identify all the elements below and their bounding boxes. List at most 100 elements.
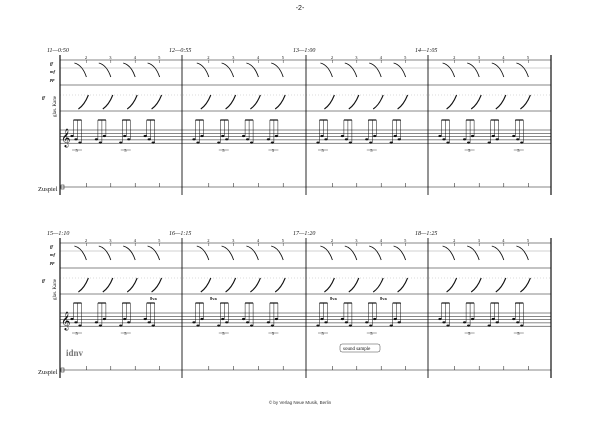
note-head [495,321,499,324]
note-head [512,134,516,138]
treble-clef-icon: 𝄞 [61,312,70,331]
note-head [266,321,270,324]
note-head [520,324,524,327]
note-head [320,134,324,138]
note-head [200,317,204,321]
beat-number: 5 [527,238,530,243]
gesture-curve [200,277,212,293]
tuplet-number: 5 [370,331,373,336]
watermark-logo: idnv [66,348,84,358]
beat-number: 4 [502,238,505,243]
dynamic-swoop [516,62,529,78]
dynamic-swoop [344,245,358,261]
beat-number: 2 [207,55,209,60]
beat-number: 4 [502,55,505,60]
note-head [266,138,270,141]
page-number: -2- [295,5,305,12]
measure-label: 14—1:05 [415,47,437,54]
note-head [467,324,471,327]
dynamic-swoop [74,62,87,78]
beat-number: 2 [453,238,455,243]
gesture-curve [151,277,163,293]
note-head [442,321,446,324]
octave-mark: 8va [380,296,388,301]
tuplet-number: 5 [222,331,225,336]
measure-label: 15—1:10 [47,231,69,237]
beat-number: 5 [404,55,407,60]
measure-label: 13—1:00 [293,48,315,54]
beat-number: 4 [134,238,137,243]
dynamic-swoop [123,245,136,261]
tape-start-marker [60,367,65,373]
note-head [200,134,204,138]
note-head [217,141,221,144]
note-head [70,317,74,321]
beat-number: 5 [158,238,161,243]
tuplet-number: 5 [124,331,127,336]
note-head [123,134,127,138]
gesture-curve [348,277,360,293]
dynamic-swoop [147,62,161,78]
dynamic-swoop [221,245,235,261]
dynamic-swoop [393,62,407,78]
dynamic-swoop [516,245,529,261]
dynamic-swoop [320,245,333,261]
note-head [242,134,246,138]
note-head [74,321,78,324]
beat-number: 3 [478,55,481,60]
gesture-curve [78,277,89,293]
note-head [324,138,328,141]
gesture-curve [446,277,458,293]
note-head [373,134,377,138]
dynamic-swoop [123,62,136,78]
gesture-curve [495,277,507,293]
beat-number: 4 [257,55,260,60]
dynamic-swoop [98,245,112,261]
tuplet-number: 5 [468,148,471,153]
octave-mark: 8va [210,296,218,301]
gesture-curve [470,277,482,293]
note-head [348,141,352,144]
note-head [442,138,446,141]
beat-number: 2 [207,238,209,243]
sound-sample-text: sound sample [343,347,371,352]
gesture-curve [324,94,335,110]
gesture-curve [102,94,114,110]
beat-number: 4 [134,55,137,60]
note-head [316,141,320,144]
gesture-curve [520,277,531,293]
note-head [78,141,82,144]
note-head [242,317,246,321]
note-head [344,138,348,141]
gesture-curve [397,277,409,293]
note-head [127,321,131,324]
note-head [467,141,471,144]
note-head [446,141,450,144]
gesture-curve [372,94,384,110]
note-head [98,324,102,327]
beat-number: 5 [158,55,161,60]
note-head [151,141,155,144]
note-head [221,317,225,321]
dynamic-swoop [221,62,235,78]
tuplet-number: 5 [322,148,325,153]
note-head [463,138,467,141]
note-head [344,321,348,324]
note-head [324,321,328,324]
dynamic-swoop [442,245,456,261]
beat-number: 5 [527,55,530,60]
beat-number: 2 [453,55,455,60]
dynamic-swoop [491,62,505,78]
note-head [369,324,373,327]
note-head [274,317,278,321]
note-head [516,138,520,141]
gesture-curve [225,277,237,293]
note-head [397,138,401,141]
note-head [119,141,123,144]
dyn-label: mf [50,252,56,257]
note-head [516,321,520,324]
note-head [143,317,147,321]
note-head [463,321,467,324]
beat-number: 3 [109,55,112,60]
beat-number: 3 [232,55,235,60]
